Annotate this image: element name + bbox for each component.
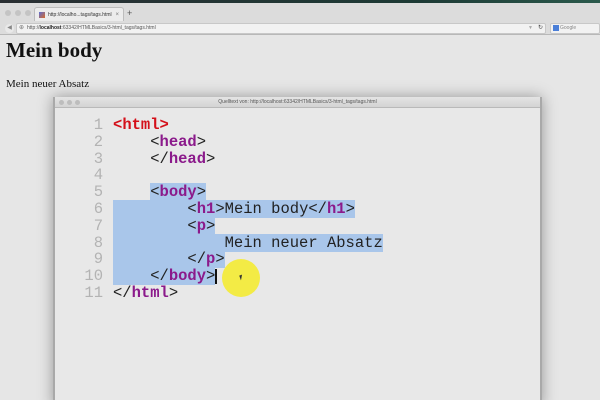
source-minimize-button[interactable] (67, 100, 72, 105)
code-line: 5 <body> (55, 183, 540, 202)
source-window-controls (59, 100, 80, 105)
dropdown-icon[interactable]: ▼ (528, 25, 533, 31)
code-line: 6 <h1>Mein body</h1> (55, 199, 540, 218)
code-line: 4 (55, 167, 540, 184)
line-number: 10 (84, 267, 103, 286)
text-caret (215, 268, 217, 284)
tab-title: http://localho...tags/tags.html (48, 11, 112, 18)
code-text: <html> (113, 116, 169, 134)
url-path: :63342/HTMLBasics/3-html_tags/tags.html (61, 25, 156, 31)
tab-close-icon[interactable]: × (115, 11, 119, 18)
browser-chrome: http://localho...tags/tags.html × + ◀ ⊕ … (0, 3, 600, 35)
code-text: </html> (113, 283, 179, 302)
cursor-highlight (222, 259, 260, 297)
code-text: </p> (113, 250, 225, 269)
favicon-icon (39, 11, 45, 18)
line-number: 2 (93, 132, 103, 151)
back-button[interactable]: ◀ (5, 24, 14, 33)
search-input[interactable]: Google (550, 23, 600, 34)
line-number: 8 (93, 233, 103, 252)
source-zoom-button[interactable] (75, 100, 80, 105)
desktop-strip (0, 0, 600, 4)
source-close-button[interactable] (59, 100, 64, 105)
code-text: </head> (150, 149, 216, 168)
window-controls (5, 10, 31, 16)
code-text: <head> (150, 132, 207, 151)
url-bar[interactable]: ⊕ http://localhost:63342/HTMLBasics/3-ht… (16, 23, 546, 34)
line-number: 9 (93, 250, 103, 269)
google-icon (553, 24, 559, 31)
navigation-bar: ◀ ⊕ http://localhost:63342/HTMLBasics/3-… (0, 22, 600, 35)
code-line: 3 </head> (55, 149, 540, 168)
code-line: 9 </p> (55, 250, 540, 269)
code-line: 8 Mein neuer Absatz (55, 233, 540, 252)
page-paragraph: Mein neuer Absatz (6, 78, 90, 90)
code-text: <h1>Mein body</h1> (113, 199, 355, 218)
url-prefix: http:// (27, 25, 40, 31)
code-text: Mein neuer Absatz (113, 233, 383, 252)
url-host: localhost (39, 25, 62, 31)
zoom-window-button[interactable] (25, 10, 31, 16)
source-window-title: Quelltext von: http://localhost:63342/HT… (218, 99, 377, 105)
page-heading: Mein body (6, 38, 103, 62)
minimize-window-button[interactable] (15, 10, 21, 16)
line-number: 11 (84, 283, 103, 302)
code-line: 1 <html> (55, 117, 540, 134)
code-text: </body> (113, 267, 217, 286)
new-tab-button[interactable]: + (127, 8, 133, 18)
line-number: 3 (93, 149, 103, 168)
source-view-window: Quelltext von: http://localhost:63342/HT… (53, 97, 542, 400)
line-number: 5 (93, 183, 103, 202)
line-number: 4 (93, 166, 103, 185)
search-placeholder: Google (560, 25, 577, 31)
line-number: 1 (93, 116, 103, 134)
line-number: 7 (93, 216, 103, 235)
code-line: 10 </body> (55, 267, 540, 286)
globe-icon: ⊕ (19, 25, 25, 31)
back-arrow-icon: ◀ (7, 25, 12, 31)
code-text: <p> (113, 216, 216, 235)
line-number: 6 (93, 199, 103, 218)
reload-icon[interactable]: ↻ (537, 25, 543, 31)
code-line: 11 </html> (55, 285, 540, 302)
browser-tab[interactable]: http://localho...tags/tags.html × (34, 7, 124, 21)
close-window-button[interactable] (5, 10, 11, 16)
code-line: 7 <p> (55, 216, 540, 235)
source-window-titlebar[interactable]: Quelltext von: http://localhost:63342/HT… (55, 97, 540, 108)
code-text: <body> (150, 183, 207, 202)
code-line: 2 <head> (55, 132, 540, 151)
